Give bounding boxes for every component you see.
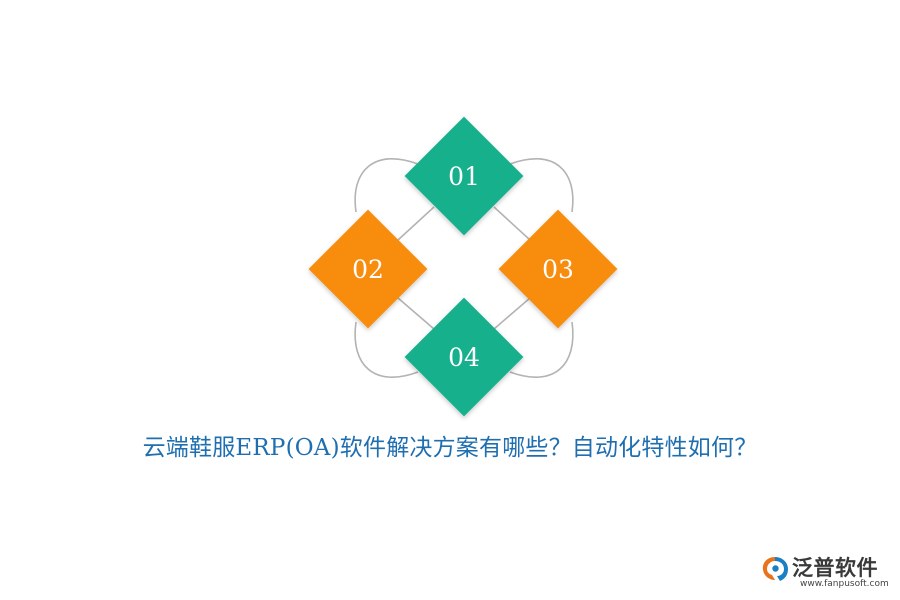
diamond-node-01: 01 [404, 116, 524, 236]
connector-lines [354, 158, 574, 378]
connector-inner-top-right [493, 206, 531, 241]
connector-top-right [509, 158, 574, 213]
brand-name: 泛普软件 [792, 556, 878, 580]
brand-logo: 泛普软件 www.fanpusoft.com [752, 552, 892, 592]
diamond-shape [498, 209, 618, 329]
node-label: 01 [448, 162, 480, 191]
connector-bottom-left [354, 321, 419, 378]
diamond-node-03: 03 [498, 209, 618, 329]
diamond-node-02: 02 [308, 209, 428, 329]
diamond-shape [404, 116, 524, 236]
connector-bottom-right [509, 321, 574, 378]
connector-inner-top-left [397, 206, 435, 241]
connector-inner-bottom-right [493, 297, 531, 330]
page-title: 云端鞋服ERP(OA)软件解决方案有哪些？自动化特性如何？ [142, 435, 758, 461]
node-label: 04 [448, 343, 480, 372]
node-label: 03 [542, 255, 574, 284]
diamond-shape [308, 209, 428, 329]
diamond-node-04: 04 [404, 297, 524, 417]
brand-url: www.fanpusoft.com [800, 579, 889, 589]
connector-inner-bottom-left [397, 297, 435, 330]
diamond-shape [404, 297, 524, 417]
fanpu-logo-icon [762, 557, 788, 581]
connector-top-left [354, 158, 419, 213]
node-label: 02 [352, 255, 384, 284]
